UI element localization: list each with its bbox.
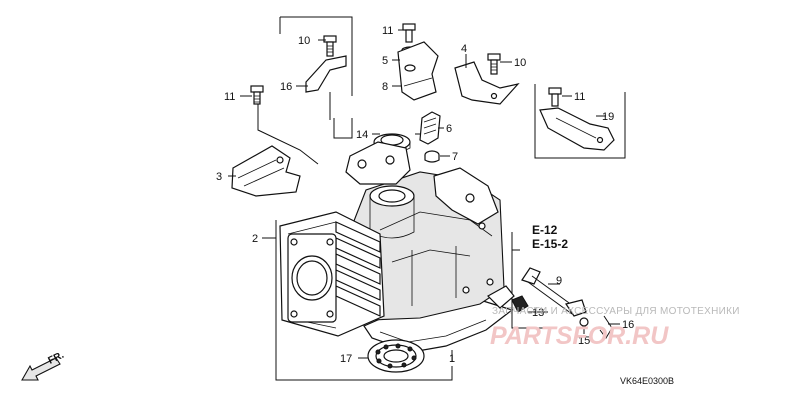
leader-lines [228,29,620,362]
ref-e15-2: E-15-2 [532,237,568,251]
callout-18: 16 [280,81,292,93]
oil-fill-pipe [511,267,613,339]
callout-15: 15 [578,335,590,347]
front-direction-arrow: FR. [21,350,66,381]
callout-11: 11 [574,91,585,103]
ref-e12: E-12 [532,223,558,237]
callout-17: 17 [340,353,352,365]
callout-4: 4 [461,43,467,55]
ring-6 [419,111,441,145]
callout-1: 1 [449,353,455,365]
callout-13: 13 [532,307,544,319]
cylinder-block [279,141,515,353]
bearing-17 [367,339,425,373]
bracket-4 [454,53,520,105]
callout-19: 19 [602,111,614,123]
direction-label: FR. [46,350,65,367]
group-frames [262,16,626,381]
heat-shield [231,145,301,197]
bracket-18 [305,35,347,93]
watermark-subtitle: ЗАПЧАСТИ И АКСЕССУАРЫ ДЛЯ МОТОТЕХНИКИ [492,306,740,317]
callout-16: 16 [622,319,634,331]
watermark: ЗАПЧАСТИ И АКСЕССУАРЫ ДЛЯ МОТОТЕХНИКИ PA… [490,306,740,350]
callout-7: 7 [452,151,458,163]
callouts: 10 16 11 3 2 11 5 8 4 10 11 19 14 6 7 9 … [216,25,634,365]
watermark-logo: PARTSFOR.RU [490,322,669,350]
callout-10: 10 [298,35,310,47]
diagram-code: VK64E0300B [620,376,674,386]
bracket-19 [539,87,615,151]
callout-12: 11 [224,91,235,103]
callout-9: 9 [556,275,562,287]
bolt-12 [250,85,264,105]
callout-5: 5 [382,55,388,67]
callout-14: 14 [356,129,368,141]
callout-8: 8 [382,81,388,93]
callout-3: 3 [216,171,222,183]
stay-8 [397,23,439,101]
cross-references: E-12 E-15-2 [532,223,568,251]
callout-6: 6 [446,123,452,135]
cap-7 [424,150,440,163]
callout-2: 2 [252,233,258,245]
callout-11: 11 [382,25,393,37]
callout-10: 10 [514,57,526,69]
